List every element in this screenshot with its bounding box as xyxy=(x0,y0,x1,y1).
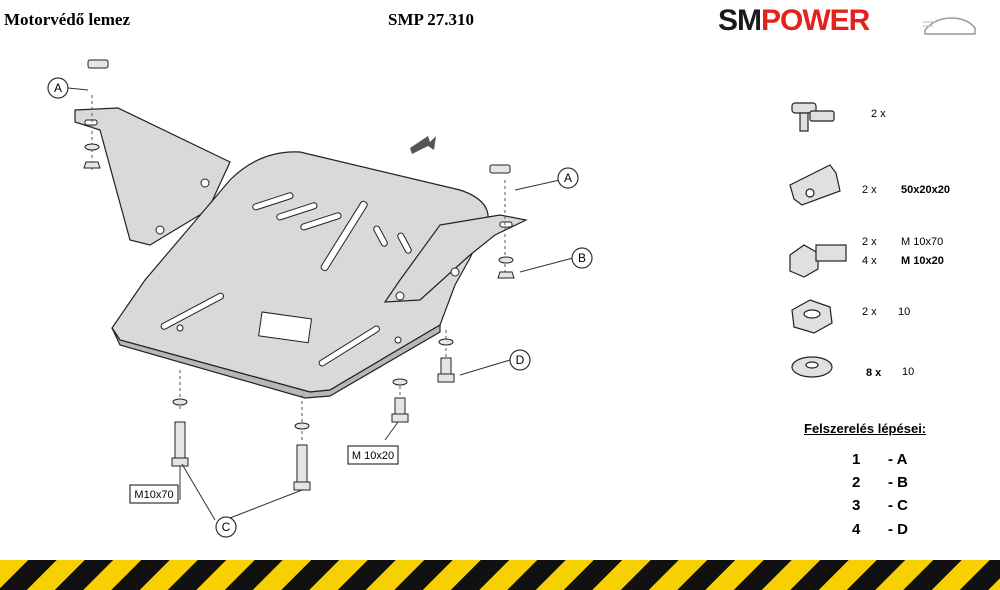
logo-text-sm: SM xyxy=(718,4,762,37)
step-3-num: 3 xyxy=(852,497,861,514)
callout-d: D xyxy=(516,353,525,367)
car-silhouette-icon xyxy=(923,17,976,35)
left-bracket xyxy=(74,107,231,246)
box-bolt-short: M 10x20 xyxy=(352,450,394,462)
spec-hex-nut: 10 xyxy=(898,306,911,318)
parts-icons xyxy=(789,102,847,378)
washer-icon xyxy=(791,356,833,378)
qty-bolt-short: 4 x xyxy=(862,255,877,267)
box-bolt-long: M10x70 xyxy=(134,489,173,501)
document-title: Motorvédő lemez xyxy=(4,10,131,29)
hex-bolt-icon xyxy=(789,244,847,278)
hex-nut-icon xyxy=(791,299,833,334)
callout-b: B xyxy=(578,251,586,265)
qty-clip-nut: 2 x xyxy=(862,184,877,196)
spec-washer: 10 xyxy=(902,366,915,378)
step-1-label: - A xyxy=(888,451,908,468)
step-1-num: 1 xyxy=(852,451,861,468)
spec-bolt-short: M 10x20 xyxy=(901,255,944,267)
qty-bolt-long: 2 x xyxy=(862,236,877,248)
callout-a-right: A xyxy=(564,171,572,185)
callout-c: C xyxy=(222,520,231,534)
step-4-label: - D xyxy=(888,521,908,538)
clip-nut-icon xyxy=(789,164,841,206)
qty-hex-nut: 2 x xyxy=(862,306,877,318)
smpower-logo: SMPOWER xyxy=(718,4,978,44)
quick-bolt-icon xyxy=(791,102,835,132)
logo-text-power: POWER xyxy=(761,4,870,37)
qty-quick-bolt: 2 x xyxy=(871,108,886,120)
qty-washer: 8 x xyxy=(866,367,882,379)
spec-bolt-long: M 10x70 xyxy=(901,236,944,248)
steps-heading: Felszerelés lépései: xyxy=(804,421,927,436)
spec-clip-nut: 50x20x20 xyxy=(901,184,950,196)
hazard-stripe xyxy=(0,560,1000,590)
callout-a-left: A xyxy=(54,81,62,95)
step-4-num: 4 xyxy=(852,521,861,538)
right-bracket xyxy=(383,214,528,303)
step-2-label: - B xyxy=(888,474,908,491)
part-number: SMP 27.310 xyxy=(388,10,474,29)
step-2-num: 2 xyxy=(852,474,861,491)
installation-diagram: A A B D C M 10x20 M10x70 xyxy=(47,59,593,538)
step-3-label: - C xyxy=(888,497,908,514)
